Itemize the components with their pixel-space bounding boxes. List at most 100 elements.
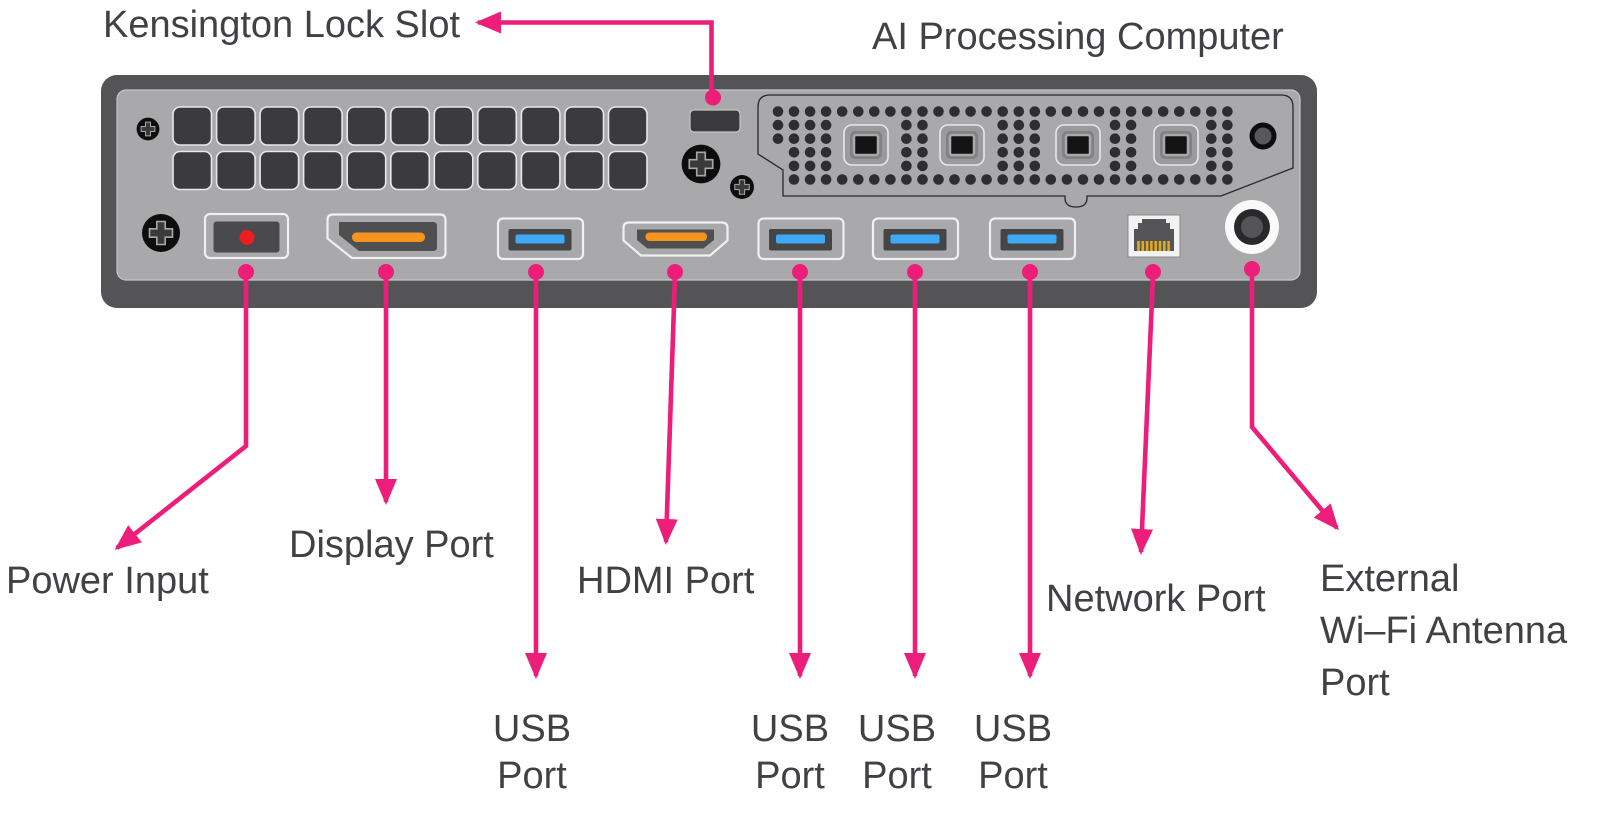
usb-port: [871, 217, 960, 261]
vent-hole: [901, 133, 912, 144]
vent-hole: [997, 174, 1008, 185]
hdmi-label: HDMI Port: [577, 560, 755, 602]
vent-hole: [1222, 160, 1233, 172]
vent-hole: [836, 174, 848, 185]
vent-hole: [901, 119, 912, 131]
vent-hole: [1125, 147, 1137, 158]
vent-hole: [804, 147, 816, 158]
vent-hole: [1125, 160, 1137, 172]
vent-hole: [997, 106, 1008, 117]
network-port: [1127, 214, 1181, 258]
callout-dot: [1244, 261, 1260, 277]
vent-hole: [1077, 174, 1089, 185]
vent-hole: [997, 147, 1008, 158]
vent-hole: [1109, 174, 1121, 185]
vent-hole: [981, 106, 992, 117]
vent-hole: [836, 106, 848, 117]
vent-square: [302, 106, 343, 146]
arrow-hdmi: [655, 275, 678, 545]
vent-hole: [1206, 133, 1217, 144]
vent-square: [564, 150, 605, 191]
vent-hole: [788, 147, 800, 158]
vent-hole: [965, 174, 976, 185]
vent-hole: [1206, 106, 1217, 117]
vent-hole: [820, 106, 832, 117]
vent-hole: [1222, 147, 1233, 158]
antenna-connector: [843, 124, 889, 166]
vent-hole: [788, 106, 800, 117]
vent-hole: [1125, 106, 1137, 117]
vent-hole: [1141, 174, 1153, 185]
vent-hole: [1157, 174, 1169, 185]
vent-square: [302, 150, 343, 191]
vent-hole: [820, 119, 832, 131]
vent-hole: [853, 174, 864, 185]
vent-hole: [772, 106, 784, 117]
vent-square: [520, 106, 561, 146]
vent-square: [433, 150, 474, 191]
vent-hole: [1206, 174, 1217, 185]
arrow-network: [1131, 275, 1156, 555]
vent-hole: [997, 133, 1008, 144]
vent-square: [215, 106, 256, 146]
kensington-label: Kensington Lock Slot: [103, 4, 460, 46]
vent-hole: [1013, 174, 1025, 185]
callout-dots: [238, 89, 1260, 280]
vent-square: [172, 150, 213, 191]
vent-hole: [1029, 160, 1041, 172]
vent-square: [607, 150, 648, 191]
vent-hole: [901, 160, 912, 172]
antenna-connector: [1153, 124, 1199, 166]
vent-hole: [901, 106, 912, 117]
vent-hole: [772, 119, 784, 131]
vent-hole: [1125, 174, 1137, 185]
vent-hole: [804, 106, 816, 117]
callout-dot: [528, 264, 544, 280]
power-label: Power Input: [6, 560, 209, 602]
vent-hole: [1029, 106, 1041, 117]
vent-hole: [1206, 160, 1217, 172]
antenna-connector-part: [852, 133, 880, 157]
vent-hole: [804, 160, 816, 172]
arrow-kensington: [475, 11, 714, 94]
wifi-label: Wi–Fi Antenna: [1320, 610, 1568, 652]
vent-square: [520, 150, 561, 191]
vent-square: [564, 106, 605, 146]
usb-port: [496, 217, 585, 261]
vent-hole: [1077, 106, 1089, 117]
usb-label-3: USB: [858, 708, 936, 750]
vent-square: [215, 150, 256, 191]
vent-hole: [1045, 106, 1057, 117]
vent-hole: [917, 133, 928, 144]
vent-hole: [772, 133, 784, 144]
vent-hole: [933, 106, 944, 117]
vent-hole: [1029, 133, 1041, 144]
labels: Kensington Lock Slot AI Processing Compu…: [6, 4, 1568, 797]
vent-hole: [917, 174, 928, 185]
antenna-connector-part: [948, 133, 976, 157]
vent-hole: [1013, 119, 1025, 131]
vent-hole: [1013, 160, 1025, 172]
callout-dot: [792, 264, 808, 280]
vent-hole: [965, 106, 976, 117]
vent-grille: [172, 106, 648, 191]
vent-hole: [1061, 174, 1073, 185]
usb-label-2: USB: [751, 708, 829, 750]
network-label: Network Port: [1046, 578, 1266, 620]
arrow-power: [114, 276, 249, 550]
power-pin: [239, 230, 255, 245]
vent-hole: [1222, 106, 1233, 117]
antenna-connector: [1055, 124, 1101, 166]
vent-hole: [1093, 174, 1105, 185]
hdmi-port: [622, 221, 729, 257]
usb-label-3: Port: [862, 755, 932, 797]
vent-square: [259, 106, 300, 146]
plate-outline: [757, 94, 1294, 208]
vent-hole: [1174, 174, 1185, 185]
vent-square: [346, 106, 387, 146]
antenna-connector: [939, 124, 985, 166]
vent-square: [389, 150, 431, 191]
vent-hole: [917, 106, 928, 117]
vent-hole: [1157, 106, 1169, 117]
